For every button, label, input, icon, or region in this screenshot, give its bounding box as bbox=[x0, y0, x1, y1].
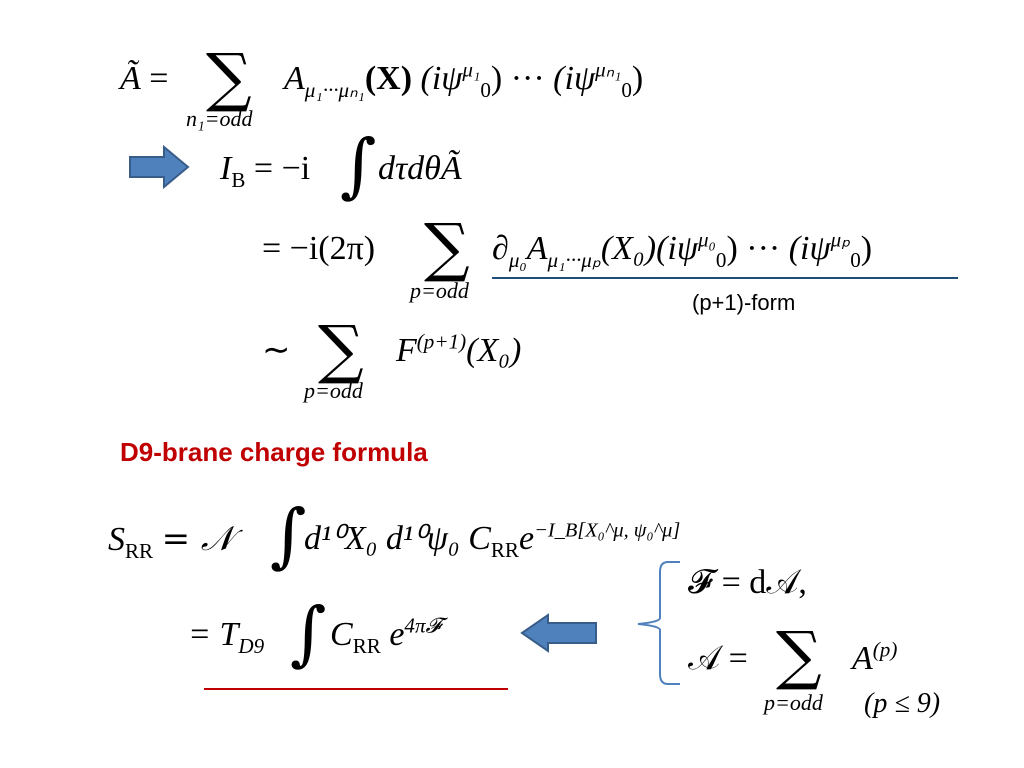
eq3-underline bbox=[492, 277, 958, 279]
eq3-sum-sub: p=odd bbox=[410, 278, 469, 303]
eq5-rhs: d¹⁰X₀ d¹⁰ψ₀ CRRe−I_B[X₀^μ, ψ₀^μ] bbox=[304, 519, 681, 562]
eq2-integrand: dτdθÃ bbox=[378, 150, 462, 187]
eq5-integral-symbol: ∫ bbox=[270, 494, 307, 576]
brace-line2-lhs: 𝒜 = bbox=[688, 640, 748, 677]
brace-line1: 𝓕 = d𝒜, bbox=[688, 564, 807, 601]
eq1-sum-symbol: ∑ bbox=[206, 41, 252, 115]
eq1-line: Ã = bbox=[120, 62, 168, 96]
eq2-integral-symbol: ∫ bbox=[340, 124, 377, 206]
eq6-underline bbox=[204, 688, 508, 690]
eq4-sum-symbol: ∑ bbox=[318, 313, 364, 387]
eq3-annotation: (p+1)-form bbox=[692, 290, 796, 315]
eq4-rhs: F(p+1)(X₀) bbox=[396, 329, 522, 369]
eq2-lhs: IB = −i bbox=[220, 150, 311, 192]
eq6-integral-symbol: ∫ bbox=[290, 592, 327, 674]
eq3-rhs: ∂μ₀Aμ₁···μₚ(X₀)(iψμ₀0) ··· (iψμₚ0) bbox=[492, 227, 873, 272]
left-brace-icon bbox=[637, 561, 680, 685]
eq3-prefix: = −i(2π) bbox=[262, 230, 376, 267]
section-title: D9-brane charge formula bbox=[120, 437, 428, 467]
eq6-rhs: CRR e4π𝓕 bbox=[330, 613, 442, 658]
eq3-sum-symbol: ∑ bbox=[424, 211, 470, 285]
eq4-sum-sub: p=odd bbox=[304, 378, 363, 403]
eq1-lhs: Ã bbox=[120, 60, 141, 97]
brace-condition: (p ≤ 9) bbox=[864, 688, 941, 719]
eq4-prefix: ∼ bbox=[262, 332, 291, 369]
brace-sum-symbol: ∑ bbox=[776, 619, 822, 693]
brace-sum-sub: p=odd bbox=[764, 690, 823, 715]
left-arrow-icon bbox=[520, 613, 597, 653]
eq6-lhs: = TD9 bbox=[188, 616, 265, 658]
eq5-lhs: SRR = 𝒩 bbox=[108, 519, 234, 563]
brace-line2-term: A(p) bbox=[852, 637, 898, 677]
eq1-equals: = bbox=[149, 60, 169, 97]
eq1-sum-sub: n₁=odd bbox=[186, 106, 253, 131]
eq1-rhs: Aμ₁···μₙ₁(X) (iψμ₁0) ··· (iψμₙ₁0) bbox=[284, 57, 644, 102]
right-arrow-icon bbox=[129, 145, 190, 189]
